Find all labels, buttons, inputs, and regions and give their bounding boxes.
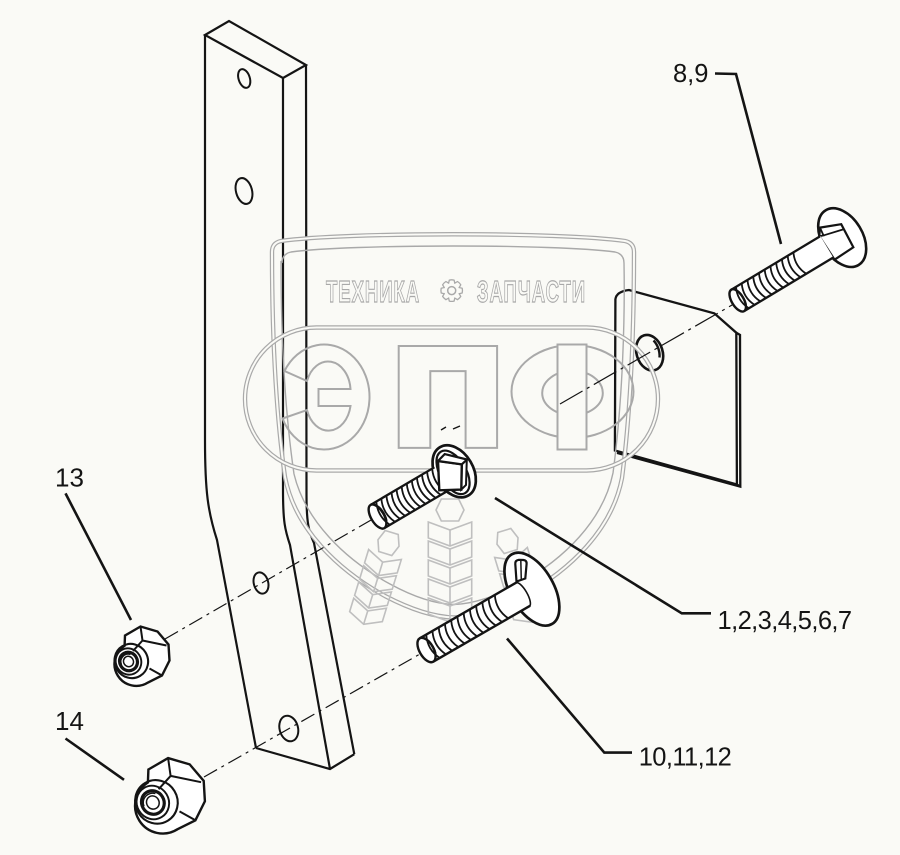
- svg-text:8,9: 8,9: [673, 60, 708, 88]
- svg-text:1,2,3,4,5,6,7: 1,2,3,4,5,6,7: [718, 607, 852, 635]
- svg-text:ЗАПЧАСТИ: ЗАПЧАСТИ: [477, 275, 586, 309]
- svg-text:ТЕХНИКА: ТЕХНИКА: [326, 275, 420, 309]
- svg-text:13: 13: [55, 463, 84, 493]
- svg-text:10,11,12: 10,11,12: [639, 744, 732, 772]
- svg-text:14: 14: [55, 706, 84, 736]
